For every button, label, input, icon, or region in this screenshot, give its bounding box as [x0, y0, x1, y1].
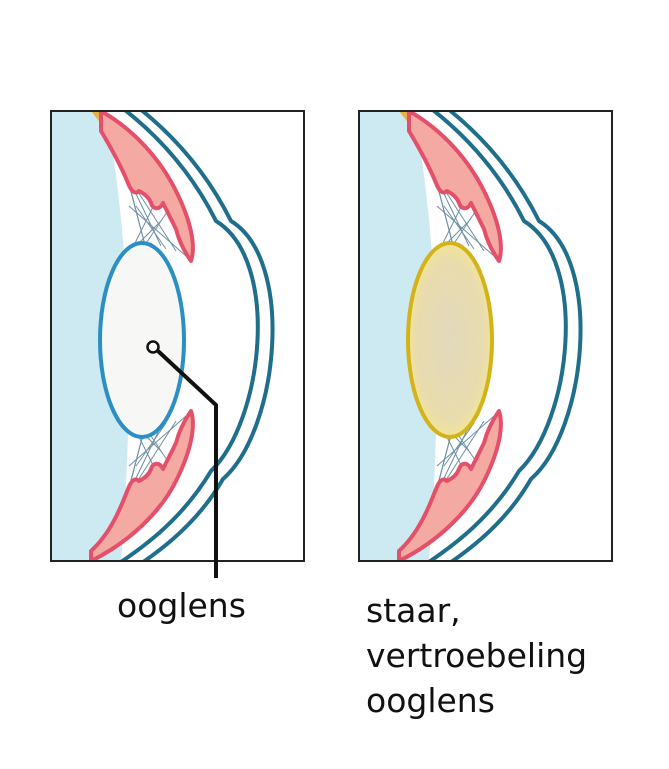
cloudy-lens	[406, 241, 494, 439]
cataract-eye-icon	[359, 111, 583, 561]
lens-pointer	[146, 340, 218, 578]
cataract-label-line-2: vertroebeling	[366, 636, 588, 675]
right-panel-frame	[358, 110, 613, 562]
clear-lens	[98, 241, 186, 439]
healthy-eye-icon	[51, 111, 275, 561]
left-panel-frame	[50, 110, 305, 562]
cataract-label-line-1: staar,	[366, 591, 461, 630]
lens-label: ooglens	[117, 586, 246, 625]
cataract-label-line-3: ooglens	[366, 681, 495, 720]
cataract-label: staar, vertroebeling ooglens	[366, 588, 587, 723]
